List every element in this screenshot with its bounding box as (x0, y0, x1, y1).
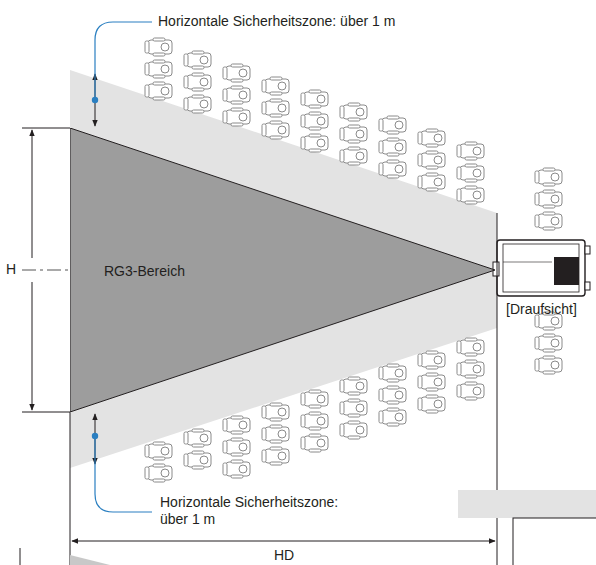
view-label: [Draufsicht] (506, 301, 577, 318)
seat-icon (535, 212, 562, 230)
seat-icon (418, 151, 445, 169)
seat-icon (379, 160, 406, 178)
seat-icon (223, 86, 250, 104)
seat-icon (184, 73, 211, 91)
seat-icon (340, 125, 367, 143)
seat-icon (262, 447, 289, 465)
seat-icon (301, 434, 328, 452)
seat-icon (262, 121, 289, 139)
seat-icon (301, 390, 328, 408)
seat-icon (340, 147, 367, 165)
seat-icon (340, 103, 367, 121)
safety-zone (70, 70, 497, 468)
h-dimension (22, 128, 70, 412)
seat-icon (262, 403, 289, 421)
seat-icon (301, 90, 328, 108)
seat-icon (340, 421, 367, 439)
zone-label: RG3-Bereich (104, 263, 185, 280)
seat-icon (418, 373, 445, 391)
safety-zone-callout: Horizontale Sicherheitszone: über 1 m (158, 13, 395, 30)
seat-icon (379, 364, 406, 382)
seat-icon (145, 442, 172, 460)
seat-icon (145, 60, 172, 78)
seat-icon (379, 408, 406, 426)
seat-icon (418, 173, 445, 191)
seat-icon (418, 351, 445, 369)
seat-icon (301, 412, 328, 430)
seat-icon (301, 134, 328, 152)
seat-icon (145, 82, 172, 100)
seat-icon (535, 190, 562, 208)
seat-icon (184, 95, 211, 113)
seat-icon (262, 77, 289, 95)
seat-icon (379, 116, 406, 134)
seat-icon (223, 416, 250, 434)
seat-icon (184, 429, 211, 447)
rg3-zone: RG3-Bereich (70, 128, 497, 412)
seat-icon (457, 186, 484, 204)
seat-icon (535, 356, 562, 374)
dimension-label: H (6, 261, 16, 278)
seat-icon (535, 168, 562, 186)
seat-icon (145, 464, 172, 482)
seat-icon (457, 142, 484, 160)
seat-icon (379, 138, 406, 156)
seat-icon (418, 395, 445, 413)
seat-icon (340, 377, 367, 395)
seat-icon (301, 112, 328, 130)
seat-icon (223, 108, 250, 126)
seat-icon (379, 386, 406, 404)
seat-icon (535, 334, 562, 352)
safety-zone-callout: Horizontale Sicherheitszone: über 1 m (158, 494, 352, 528)
seat-icon (457, 338, 484, 356)
dimension-label: HD (272, 547, 296, 564)
seat-icon (223, 460, 250, 478)
seat-icon (223, 438, 250, 456)
seat-icon (262, 99, 289, 117)
room-outline (20, 490, 596, 565)
seat-icon (418, 129, 445, 147)
seat-icon (184, 451, 211, 469)
seat-icon (145, 38, 172, 56)
projector (493, 240, 590, 296)
seat-icon (457, 164, 484, 182)
seat-icon (340, 399, 367, 417)
seat-icon (457, 382, 484, 400)
seat-icon (223, 64, 250, 82)
seat-icon (457, 360, 484, 378)
seat-icon (262, 425, 289, 443)
seat-icon (184, 51, 211, 69)
